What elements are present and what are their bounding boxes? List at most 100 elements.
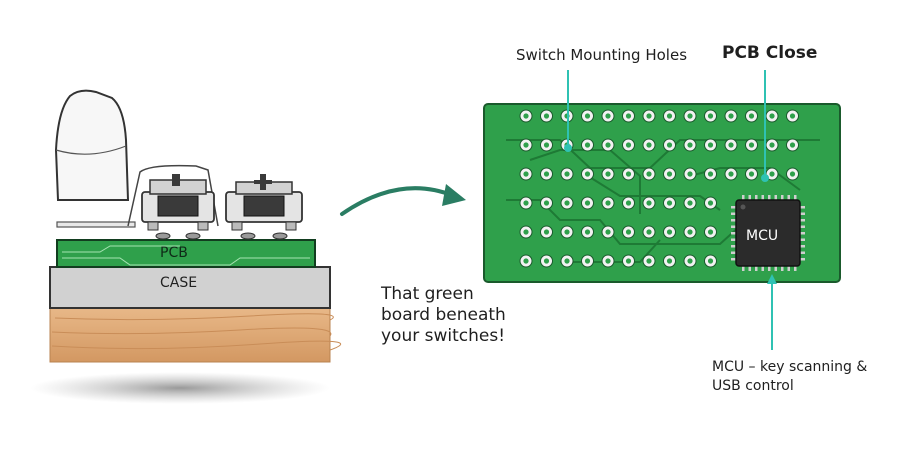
keyboard-cross-section [30,89,342,404]
chip-pin [742,266,745,271]
mounting-hole-center [646,171,652,177]
mcu-description-label: MCU – key scanning & USB control [712,359,868,394]
chip-pin [761,195,764,200]
mounting-hole-center [625,113,632,119]
floor-shadow [30,372,330,404]
chip-pin [768,266,771,271]
mounting-hole-center [707,171,714,177]
mcu-chip-label: MCU [746,228,779,244]
mounting-hole-center [605,113,611,119]
chip-pin [794,195,797,200]
mounting-hole-center [687,113,693,119]
mounting-hole-center [564,258,570,264]
chip-pin [768,195,771,200]
chip-pin [755,195,758,200]
mounting-hole-center [646,200,652,206]
mounting-hole-center [584,142,591,148]
mounting-hole-center [687,258,693,264]
switch-left [127,164,219,240]
mounting-hole-center [687,142,693,148]
mounting-hole-center [605,258,611,264]
chip-pin [800,212,805,215]
plate [56,221,136,228]
pcb-layer [56,239,316,268]
mounting-hole-center [523,113,529,119]
chip-pin [731,219,736,222]
wood-base [49,307,342,363]
switch-mounting-holes-label: Switch Mounting Holes [516,46,688,64]
mounting-hole-center [707,200,714,206]
chip-pin [800,238,805,241]
chip-pin [731,245,736,248]
mounting-hole-center [748,171,755,177]
mounting-hole-center [789,142,796,148]
mounting-hole-center [728,171,734,177]
chip-pin [800,245,805,248]
mounting-hole-center [789,113,796,119]
chip-pin [774,266,777,271]
mounting-hole-center [687,171,693,177]
chip-pin [748,266,751,271]
chip-pin [731,238,736,241]
mounting-hole-center [687,200,693,206]
chip-pin [781,266,784,271]
mounting-hole-center [666,258,673,264]
mounting-hole-center [707,258,714,264]
mounting-hole-center [687,229,693,235]
mounting-hole-center [564,200,570,206]
chip-pin [781,195,784,200]
chip-pin [731,258,736,261]
mounting-hole-center [543,142,550,148]
mounting-hole-center [646,258,652,264]
mounting-hole-center [666,142,673,148]
caption-text: That green board beneath your switches! [381,284,506,346]
mounting-hole-center [769,171,775,177]
mounting-hole-center [728,113,734,119]
mounting-hole-center [666,171,673,177]
mounting-hole-center [605,229,611,235]
mounting-hole-center [543,113,550,119]
mounting-hole-center [584,171,591,177]
mounting-hole-center [584,113,591,119]
chip-pin [731,225,736,228]
mounting-hole-center [584,229,591,235]
chip-pin [742,195,745,200]
chip-pin [731,251,736,254]
mounting-hole-center [523,258,529,264]
mounting-hole-center [523,200,529,206]
mounting-hole-center [543,200,550,206]
mounting-hole-center [625,142,632,148]
chip-pin [800,258,805,261]
mounting-hole-center [584,200,591,206]
chip-pin [794,266,797,271]
mounting-hole-center [543,258,550,264]
mounting-hole-center [605,171,611,177]
chip-pin [731,212,736,215]
mounting-hole-center [748,142,755,148]
switch-right [225,174,303,240]
mounting-hole-center [625,229,632,235]
callout-lines [564,70,777,350]
mounting-hole-center [625,171,632,177]
chip-pin [800,225,805,228]
mcu-chip [731,195,805,271]
mounting-hole-center [564,171,570,177]
mounting-hole-center [605,200,611,206]
mounting-hole-center [646,142,652,148]
mounting-hole-center [707,142,714,148]
mounting-hole-center [666,229,673,235]
mounting-hole-center [523,229,529,235]
chip-pin [800,206,805,209]
chip-pin [800,232,805,235]
mounting-hole-center [666,113,673,119]
mounting-hole-center [523,142,529,148]
mounting-hole-center [543,229,550,235]
mounting-hole-center [769,113,775,119]
mounting-hole-center [646,229,652,235]
chip-pin [774,195,777,200]
pcb-closeup [483,103,841,283]
chip-pin [787,266,790,271]
mounting-hole-center [646,113,652,119]
mounting-hole-center [625,200,632,206]
